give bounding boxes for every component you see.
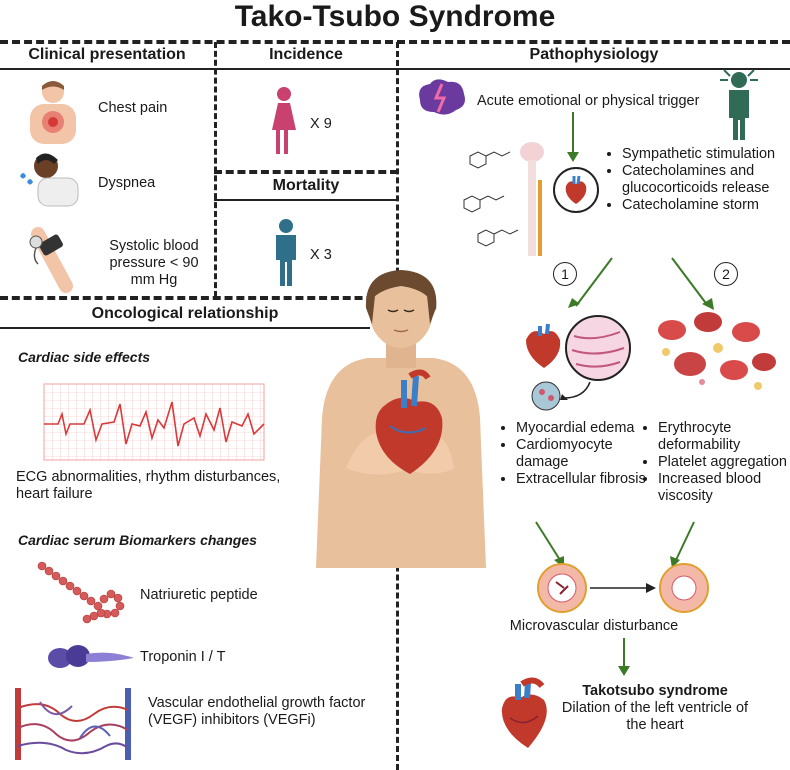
male-figure-icon (276, 219, 296, 286)
biomarker-vegf-inhibitors: Vascular endothelial growth factor (VEGF… (148, 695, 366, 728)
stim-item: Sympathetic stimulation (622, 146, 790, 163)
natriuretic-peptide-icon (37, 561, 125, 624)
path1-item: Myocardial edema (516, 420, 646, 437)
page-title: Tako-Tsubo Syndrome (234, 0, 556, 33)
clinical-item-blood-pressure: Systolic blood pressure < 90 mm Hg (109, 238, 199, 288)
path1-item: Extracellular fibrosis (516, 471, 646, 488)
top-divider (0, 40, 790, 44)
blood-pressure-cuff-icon (29, 227, 73, 293)
oncological-underline (0, 327, 370, 329)
takotsubo-description: Dilation of the left ventricle of the he… (561, 700, 749, 733)
biomarker-natriuretic-peptide: Natriuretic peptide (140, 587, 258, 603)
header-underline (0, 68, 790, 70)
clinical-item-chest-pain: Chest pain (98, 100, 168, 116)
ecg-description: ECG abnormalities, rhythm disturbances, … (16, 469, 281, 502)
mortality-underline (214, 199, 398, 201)
stressed-person-icon (720, 69, 758, 140)
path-1-badge: 1 (553, 262, 577, 286)
pathophysiology-header: Pathophysiology (529, 46, 659, 63)
stimulation-list: Sympathetic stimulation Catecholamines a… (606, 146, 790, 214)
path-2-badge: 2 (714, 262, 738, 286)
erythrocyte-platelet-icon (658, 312, 776, 390)
clinical-presentation-header: Clinical presentation (28, 46, 186, 63)
stim-item: Catecholamine storm (622, 197, 790, 214)
heart-adrenal-icon (553, 167, 599, 213)
catecholamine-molecules-icon (463, 151, 519, 247)
microvessel-cross-sections (537, 563, 709, 613)
path2-item: Increased blood viscosity (658, 471, 790, 505)
spinal-cord-icon (520, 142, 544, 256)
arrow-to-takotsubo (618, 638, 630, 676)
arrow-trigger-to-storm (567, 112, 579, 162)
path2-item: Platelet aggregation (658, 454, 790, 471)
trigger-label: Acute emotional or physical trigger (477, 93, 700, 109)
stim-item: Catecholamines and glucocorticoids relea… (622, 163, 790, 197)
cardiac-side-effects-heading: Cardiac side effects (18, 349, 151, 365)
dyspnea-person-icon (20, 153, 79, 207)
ecg-strip (43, 383, 265, 461)
path1-item: Cardiomyocyte damage (516, 437, 646, 471)
heart-icon (501, 677, 547, 748)
female-figure-icon (272, 87, 296, 154)
incidence-header: Incidence (269, 46, 343, 63)
mortality-value: X 3 (310, 247, 332, 263)
biomarkers-heading: Cardiac serum Biomarkers changes (18, 532, 257, 548)
mortality-header: Mortality (272, 177, 340, 194)
left-column-divider (214, 42, 217, 297)
path-1-list: Myocardial edema Cardiomyocyte damage Ex… (500, 420, 646, 488)
myocardium-histology-icon (526, 315, 631, 411)
path2-item: Erythrocyte deformability (658, 420, 790, 454)
microvascular-label: Microvascular disturbance (509, 618, 679, 634)
troponin-icon (48, 645, 134, 668)
person-with-heart-illustration (316, 270, 486, 568)
oncological-divider (0, 296, 398, 300)
blood-vessel-network-icon (15, 688, 131, 760)
oncological-header: Oncological relationship (91, 305, 279, 322)
branch-arrows (568, 257, 714, 310)
chest-pain-person-icon (30, 81, 76, 144)
incidence-value: X 9 (310, 116, 332, 132)
incidence-divider (214, 170, 398, 174)
brain-lightning-icon (419, 79, 465, 115)
takotsubo-title: Takotsubo syndrome (582, 683, 728, 699)
biomarker-troponin: Troponin I / T (140, 649, 226, 665)
clinical-item-dyspnea: Dyspnea (98, 175, 156, 191)
path-2-list: Erythrocyte deformability Platelet aggre… (642, 420, 790, 505)
